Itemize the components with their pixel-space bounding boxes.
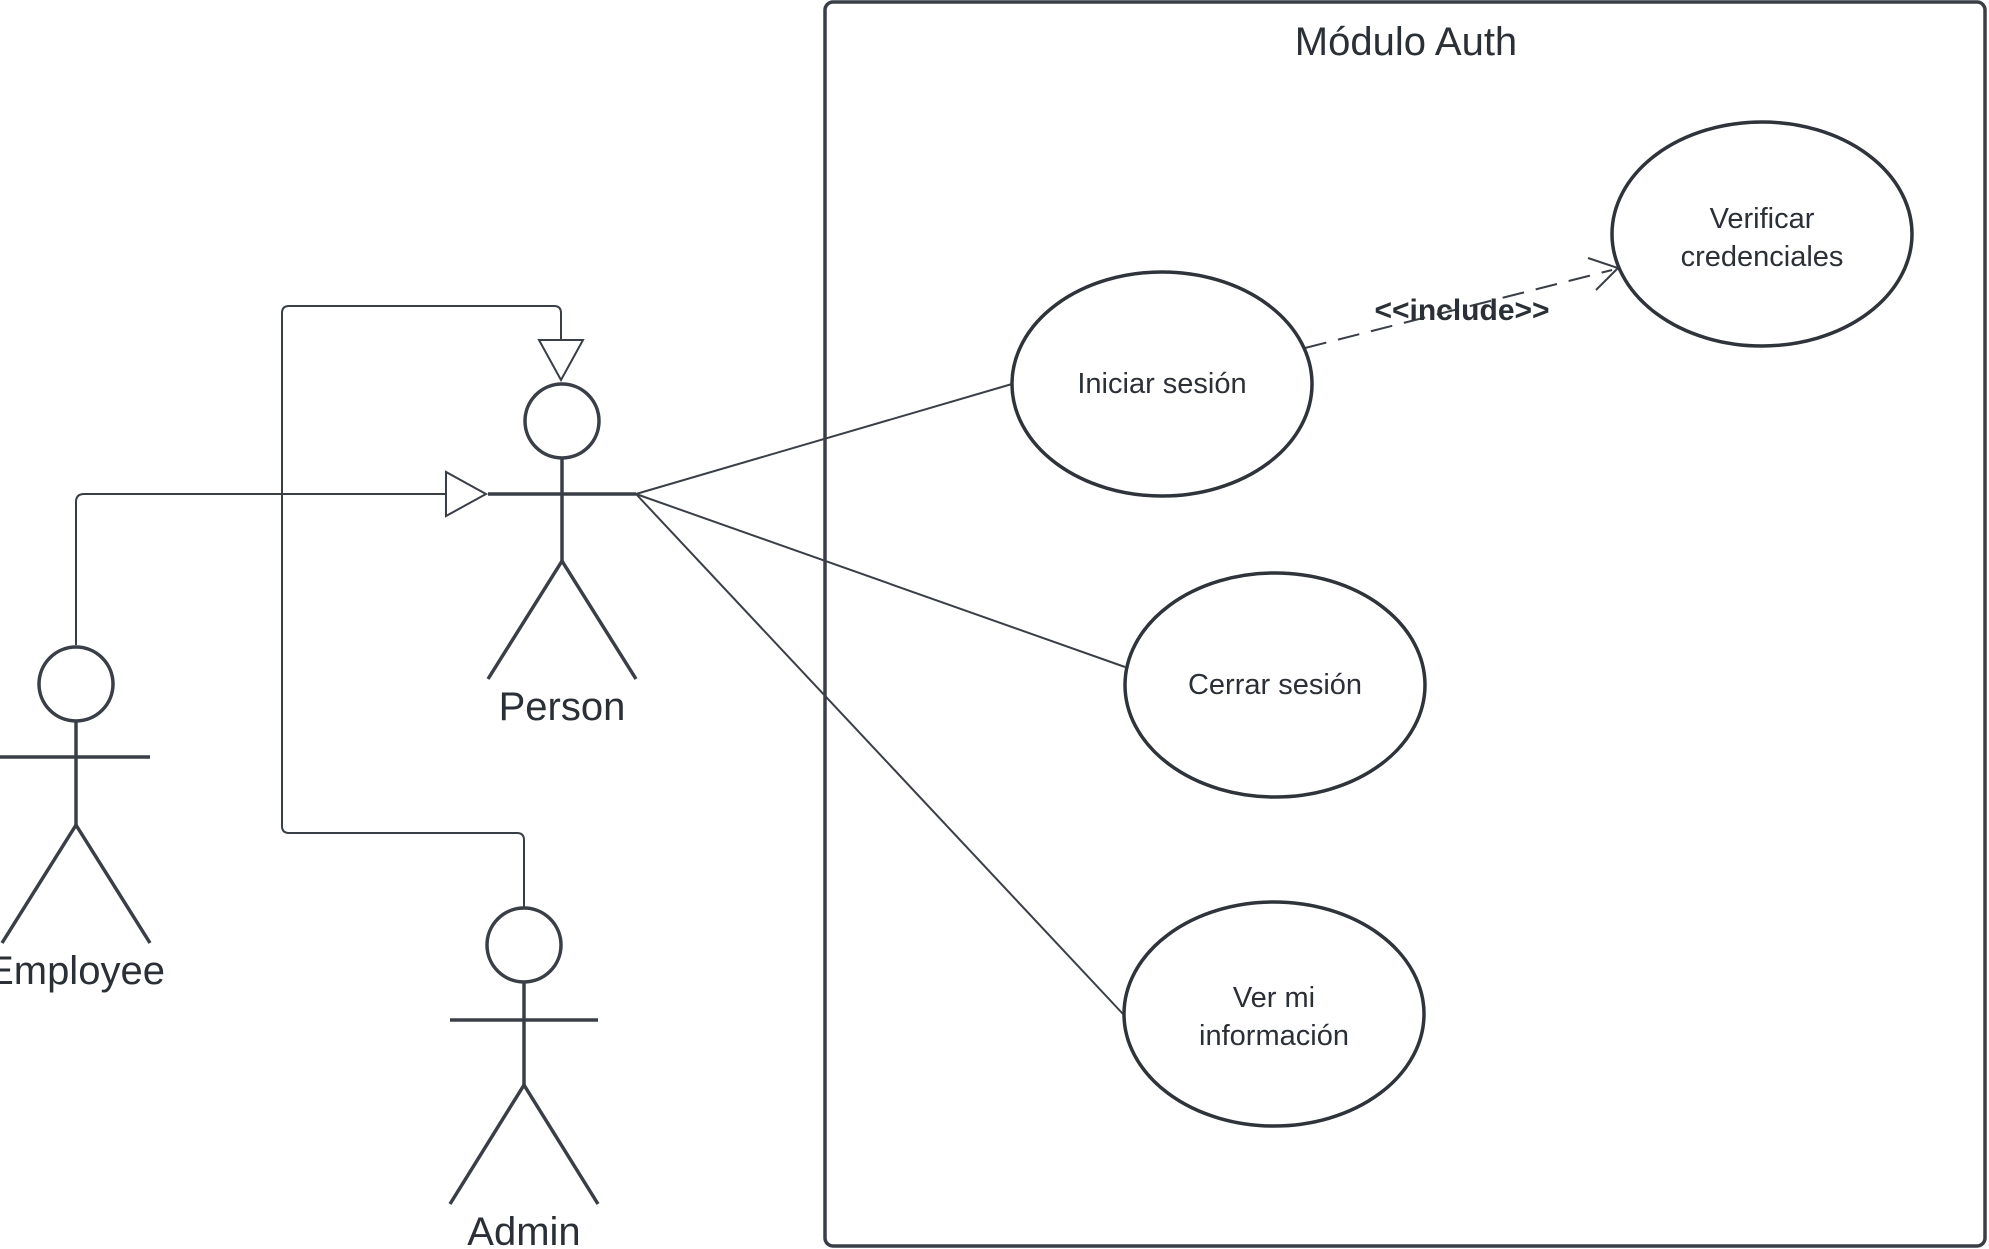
- use-case-cerrar-sesion: Cerrar sesión: [1123, 571, 1427, 799]
- employee-head: [37, 645, 115, 723]
- admin-label: Admin: [467, 1210, 580, 1249]
- generalization-admin-arrowhead: [537, 339, 585, 383]
- actor-person: Person: [486, 382, 638, 729]
- admin-left-leg: [448, 1084, 526, 1205]
- admin-head: [485, 906, 563, 984]
- verificar-credenciales-ellipse: [1610, 120, 1914, 348]
- include-label: <<include>>: [1374, 294, 1549, 327]
- generalization-employee-arrowhead: [445, 470, 489, 518]
- person-left-leg: [486, 560, 564, 680]
- association-ver: [635, 493, 1124, 1015]
- use-case-ver-mi-informacion: Ver mi información: [1122, 900, 1426, 1128]
- generalization-admin-line: [281, 305, 562, 908]
- use-case-iniciar-sesion: Iniciar sesión: [1010, 270, 1314, 498]
- system-title: Módulo Auth: [1295, 20, 1517, 64]
- employee-left-leg: [0, 824, 78, 944]
- person-label: Person: [499, 685, 626, 729]
- ver-mi-informacion-ellipse: [1122, 900, 1426, 1128]
- association-iniciar: [635, 383, 1013, 495]
- association-cerrar: [635, 493, 1126, 668]
- person-head: [523, 382, 601, 460]
- actor-admin: Admin: [448, 906, 600, 1249]
- person-right-leg: [560, 560, 638, 680]
- iniciar-sesion-label: Iniciar sesión: [1077, 368, 1246, 400]
- verificar-credenciales-label-line1: Verificar: [1710, 203, 1815, 235]
- cerrar-sesion-label: Cerrar sesión: [1188, 669, 1362, 701]
- admin-right-leg: [522, 1084, 600, 1205]
- employee-label: Employee: [0, 949, 165, 993]
- verificar-credenciales-label-line2: credenciales: [1681, 241, 1844, 273]
- use-case-verificar-credenciales: Verificar credenciales: [1610, 120, 1914, 348]
- actor-employee: Employee: [0, 645, 165, 993]
- generalization-employee-line: [75, 493, 446, 645]
- system-boundary: [823, 0, 1987, 1248]
- cerrar-sesion-ellipse: [1123, 571, 1427, 799]
- iniciar-sesion-ellipse: [1010, 270, 1314, 498]
- employee-right-leg: [74, 824, 152, 944]
- include-arrowhead: [1587, 257, 1620, 291]
- ver-mi-informacion-label-line2: información: [1199, 1020, 1349, 1052]
- ver-mi-informacion-label-line1: Ver mi: [1233, 982, 1315, 1014]
- include-dependency-line: [1304, 269, 1613, 349]
